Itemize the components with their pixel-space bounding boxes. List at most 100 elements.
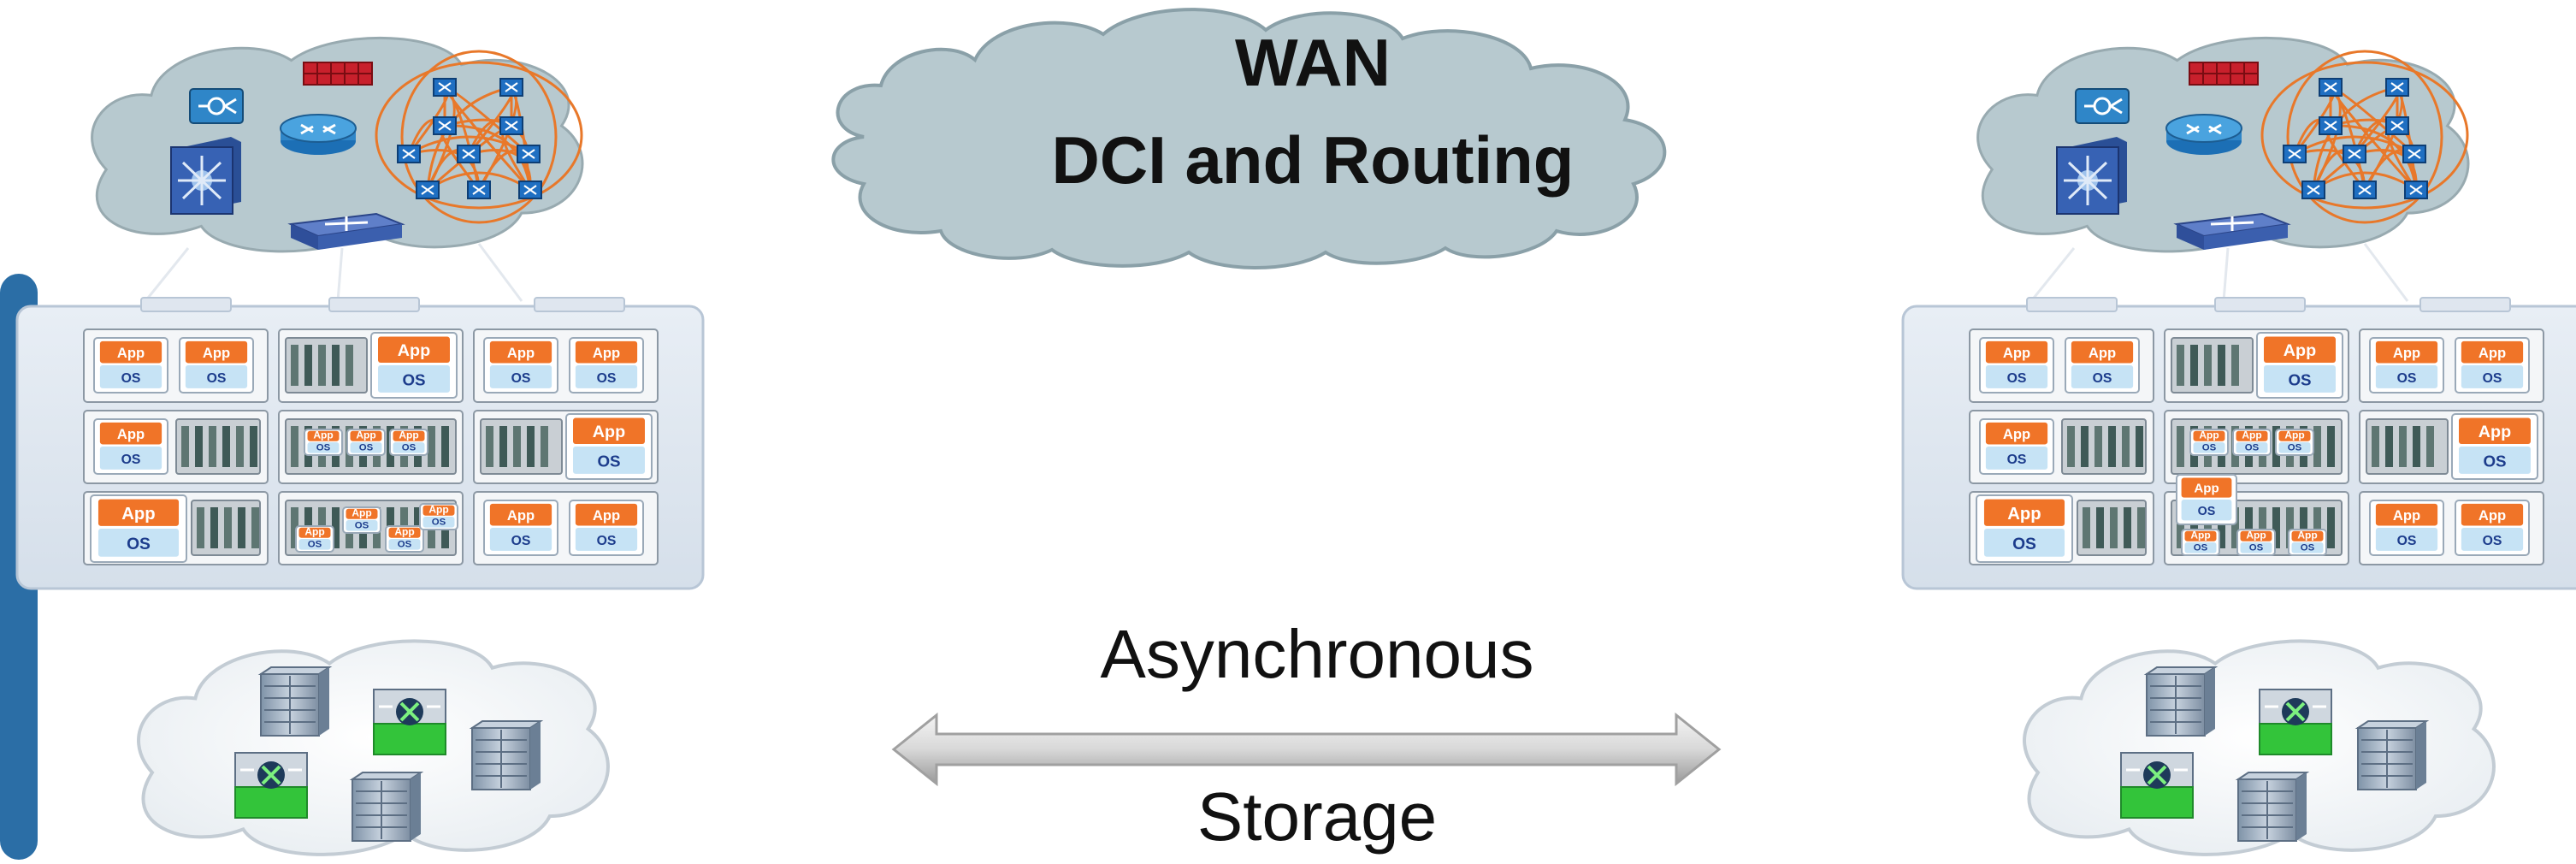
vm-os-label: OS [2093, 371, 2112, 386]
vm-app-label: App [2190, 530, 2210, 541]
vm-os-label: OS [597, 453, 620, 470]
replication-arrow [891, 712, 1722, 787]
vm-app-label: App [2393, 345, 2420, 361]
san-switch-icon [2259, 689, 2332, 755]
storage-array-icon [2143, 666, 2219, 737]
vm-os-tile [575, 365, 638, 388]
vm-os-tile [298, 539, 331, 550]
vm-os-label: OS [2012, 536, 2036, 553]
vm-os-tile [393, 442, 425, 453]
vm-app-tile [2236, 430, 2268, 441]
vm-os-label: OS [2483, 371, 2502, 386]
vm-os-tile [99, 365, 162, 388]
vm-os-tile [1983, 529, 2065, 557]
vm-app-tile [99, 340, 162, 364]
vm-app-label: App [2297, 530, 2317, 541]
vm-app-label: App [507, 345, 535, 361]
vm-app-tile [575, 503, 638, 526]
vm-app-label: App [117, 345, 145, 361]
fabric-switch-icon [2260, 50, 2469, 224]
vm-os-label: OS [2397, 534, 2417, 548]
vm-app-label: App [2479, 507, 2506, 524]
vm-os-label: OS [402, 371, 425, 389]
vm-os-label: OS [2301, 542, 2315, 553]
vm-app-label: App [121, 505, 155, 524]
vm-app-label: App [398, 341, 430, 360]
vm-app-tile [346, 508, 378, 519]
san-switch-icon [2120, 752, 2194, 819]
load-balancer-icon [189, 88, 244, 124]
vm-os-label: OS [511, 371, 531, 386]
vm-app-label: App [593, 507, 620, 524]
vm-os-label: OS [2483, 453, 2506, 470]
vm-app-tile [2240, 530, 2272, 541]
vm-app-label: App [203, 345, 230, 361]
fabric-switch-icon [375, 50, 583, 224]
vm-os-tile [2461, 528, 2524, 551]
vm-os-label: OS [2007, 371, 2027, 386]
vm-app-tile [2461, 503, 2524, 526]
vm-app-tile [2375, 340, 2438, 364]
vm-app-label: App [593, 423, 625, 441]
vm-app-tile [298, 527, 331, 538]
vm-app-tile [2375, 503, 2438, 526]
vm-os-tile [2240, 542, 2272, 553]
vm-os-tile [346, 520, 378, 531]
vm-os-tile [2264, 365, 2336, 393]
vm-app-tile [99, 422, 162, 445]
vm-os-tile [2181, 500, 2232, 521]
vm-app-tile [489, 340, 552, 364]
vm-os-label: OS [597, 534, 617, 548]
vm-app-label: App [2242, 429, 2261, 441]
rack-tab [140, 297, 232, 312]
vm-app-label: App [2393, 507, 2420, 524]
vm-os-tile [1985, 447, 2048, 470]
vm-os-tile [185, 365, 248, 388]
vm-app-label: App [2194, 482, 2219, 496]
server-blade [2171, 337, 2254, 394]
vm-app-label: App [2284, 429, 2304, 441]
wan-subtitle: DCI and Routing [1051, 122, 1575, 198]
vm-os-label: OS [402, 442, 417, 453]
vm-app-label: App [507, 507, 535, 524]
vm-os-label: OS [2007, 453, 2027, 467]
wan-title: WAN [1235, 25, 1391, 100]
server-blade [480, 418, 563, 475]
vm-os-tile [307, 442, 340, 453]
vm-app-label: App [2246, 530, 2266, 541]
vm-os-tile [2375, 528, 2438, 551]
vm-app-label: App [2479, 423, 2511, 441]
vm-os-tile [388, 539, 421, 550]
vm-app-tile [1985, 422, 2048, 445]
storage-array-icon [2235, 772, 2310, 842]
vm-app-label: App [394, 526, 414, 538]
vm-os-label: OS [2483, 534, 2502, 548]
vm-app-tile [573, 417, 645, 444]
storage-array-icon [2354, 720, 2430, 790]
